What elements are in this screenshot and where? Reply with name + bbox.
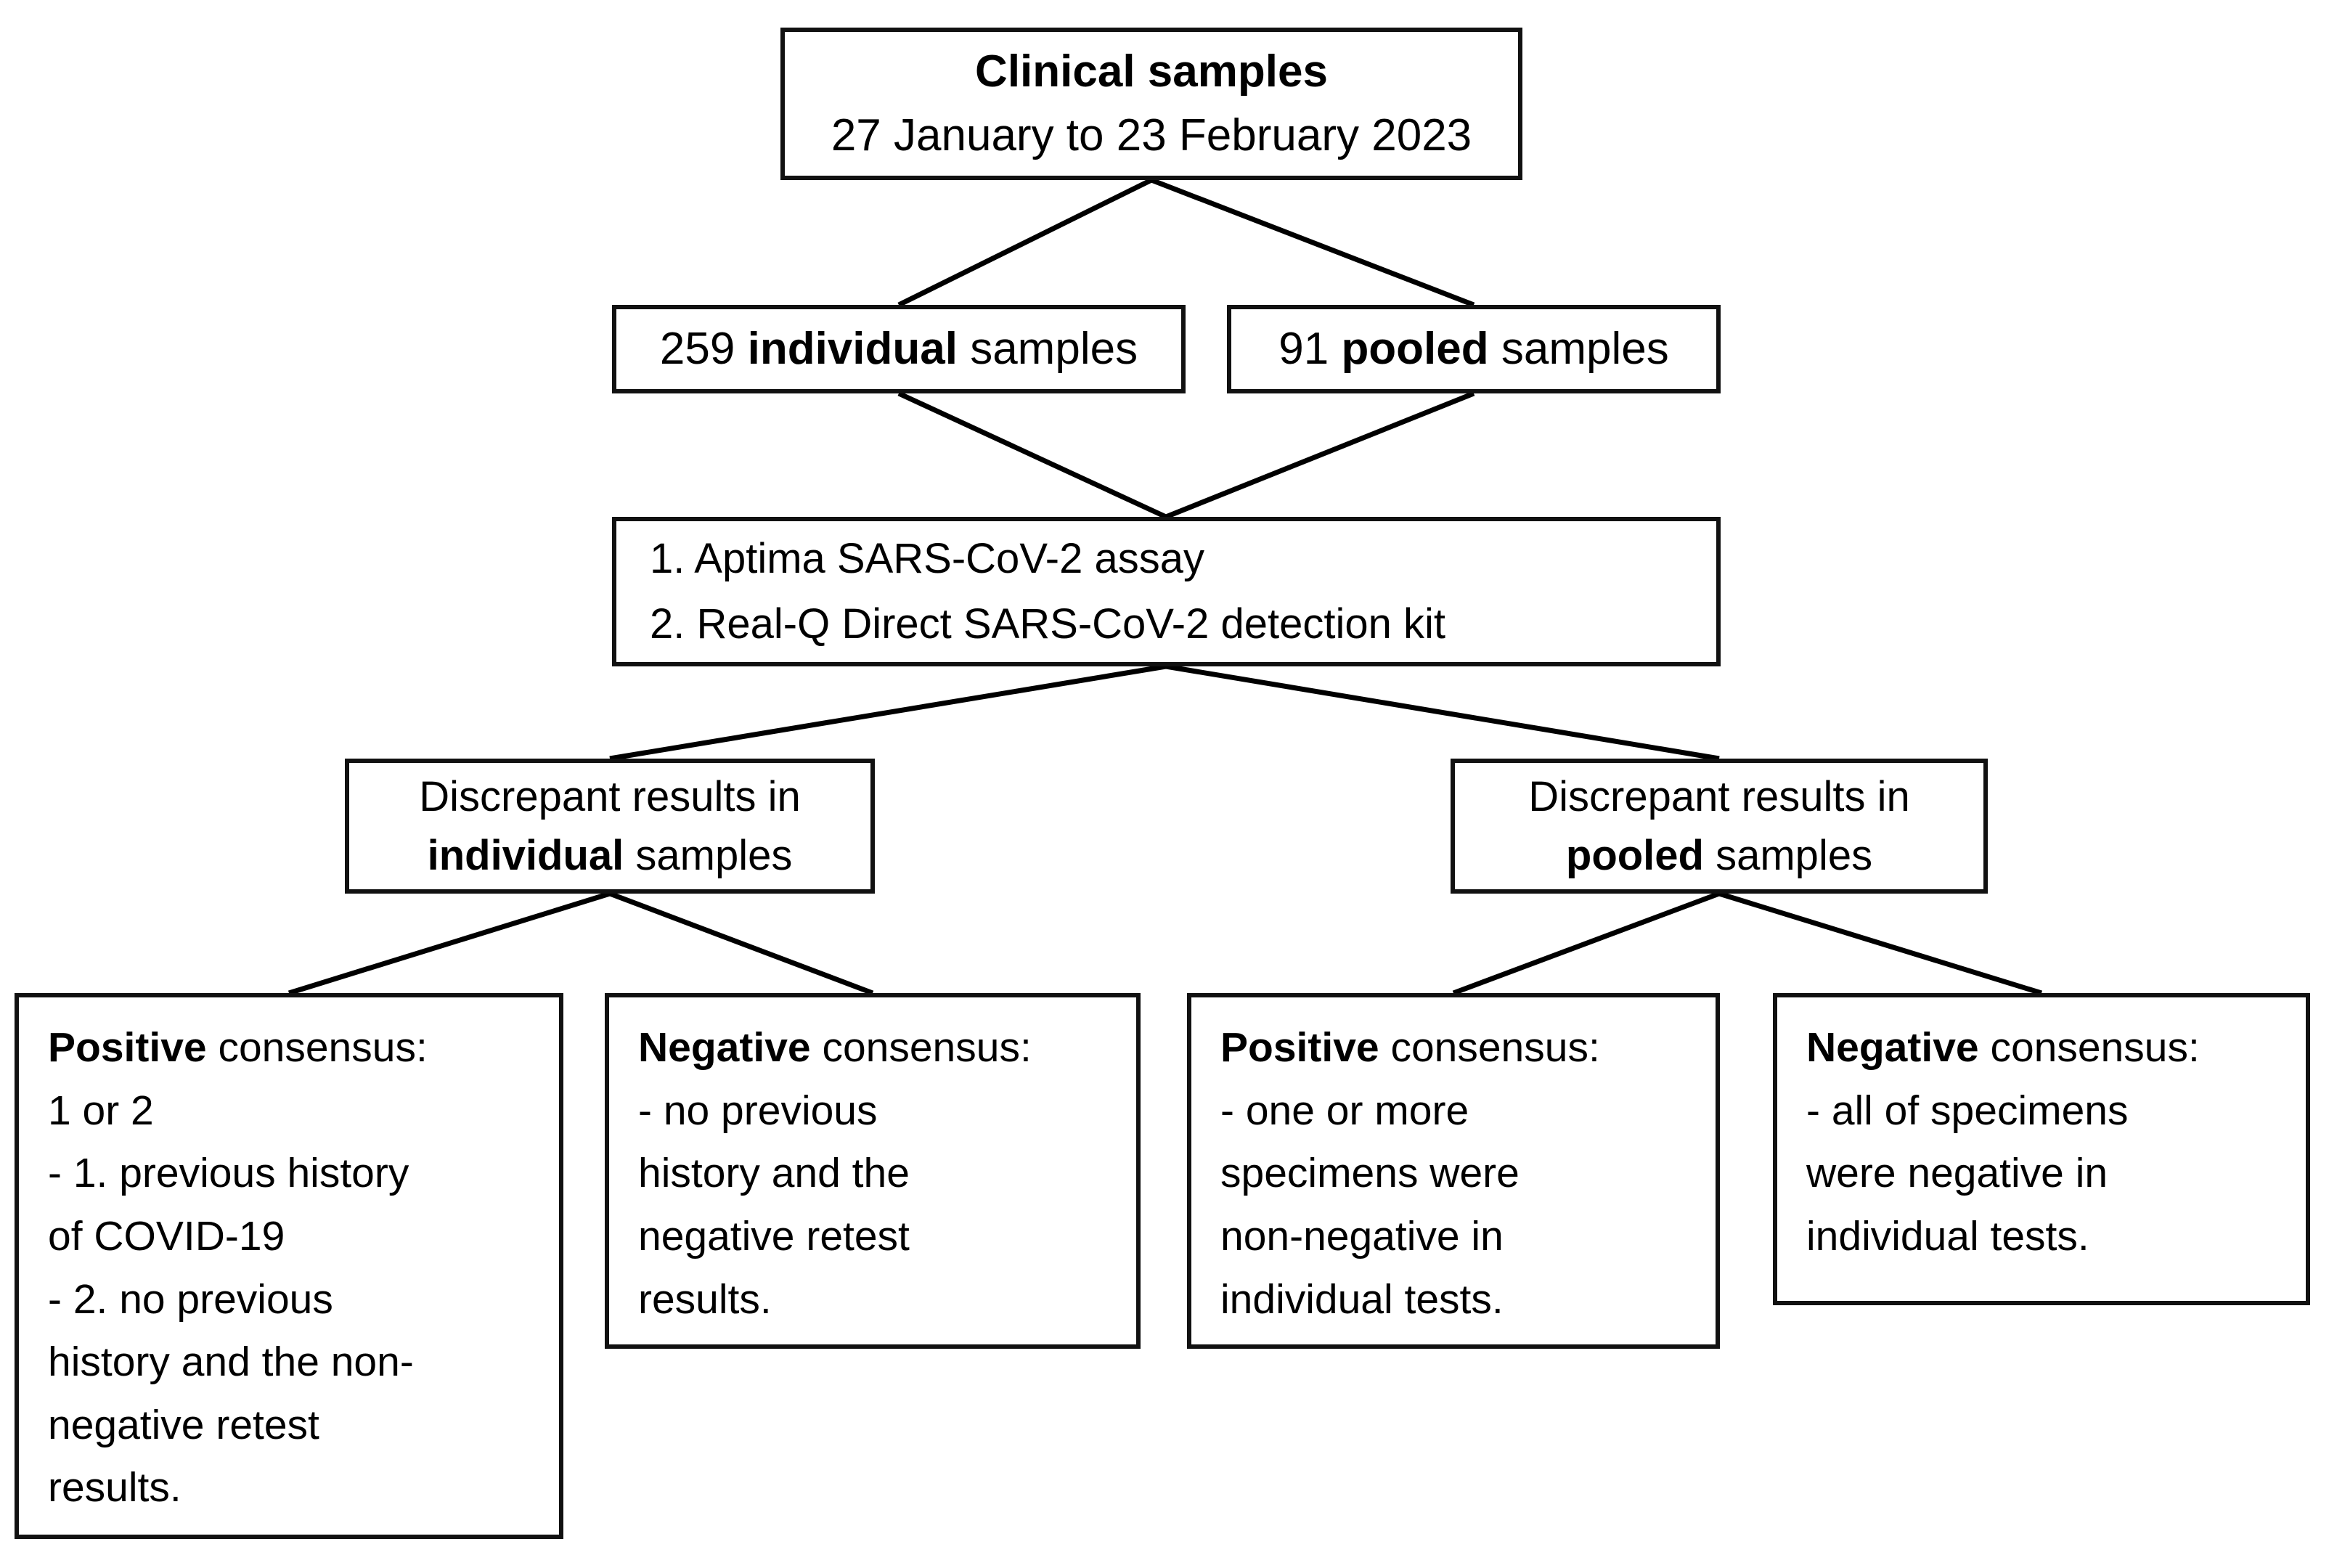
leaf4-line-3: individual tests. xyxy=(1806,1212,2089,1259)
node-pooled-samples: 91 pooled samples xyxy=(1227,305,1721,393)
leaf1-line-5: history and the non- xyxy=(48,1339,414,1386)
leaf1-heading-emphasis: Positive xyxy=(48,1024,207,1071)
leaf1-line-1: 1 or 2 xyxy=(48,1087,154,1134)
node-individual-samples: 259 individual samples xyxy=(612,305,1186,393)
edge-assay-to-discrepant-pooled xyxy=(1165,663,1720,761)
node-assay-methods: 1. Aptima SARS-CoV-2 assay 2. Real-Q Dir… xyxy=(612,517,1721,666)
leaf2-line-1: - no previous xyxy=(638,1087,878,1134)
node-positive-consensus-pooled: Positive consensus: - one or more specim… xyxy=(1187,993,1720,1349)
pooled-samples-count: 91 xyxy=(1278,323,1329,374)
leaf1-line-3: of COVID-19 xyxy=(48,1212,285,1259)
leaf1-line-6: negative retest xyxy=(48,1401,319,1448)
node-discrepant-individual: Discrepant results in individual samples xyxy=(345,759,875,894)
edge-discind-to-leaf-positive-individual xyxy=(287,891,611,996)
leaf4-heading: Negative consensus: xyxy=(1806,1016,2200,1079)
leaf4-line-1: - all of specimens xyxy=(1806,1087,2129,1134)
pooled-samples-emphasis: pooled xyxy=(1341,323,1489,374)
leaf1-heading: Positive consensus: xyxy=(48,1016,428,1079)
leaf3-line-1: - one or more xyxy=(1220,1087,1469,1134)
leaf1-line-2: - 1. previous history xyxy=(48,1150,409,1197)
edge-clinical-to-pooled xyxy=(1150,177,1475,308)
edge-individual-to-assay xyxy=(897,391,1167,520)
leaf4-heading-rest: consensus: xyxy=(1990,1024,2200,1071)
leaf2-heading-rest: consensus: xyxy=(822,1024,1032,1071)
node-discrepant-pooled: Discrepant results in pooled samples xyxy=(1451,759,1988,894)
edge-clinical-to-individual xyxy=(897,177,1153,308)
leaf2-line-3: negative retest xyxy=(638,1212,910,1259)
clinical-samples-date-range: 27 January to 23 February 2023 xyxy=(831,110,1472,160)
individual-samples-count: 259 xyxy=(659,323,735,374)
discrepant-pooled-line1: Discrepant results in xyxy=(1528,772,1910,820)
pooled-samples-suffix: samples xyxy=(1501,323,1669,374)
leaf3-line-4: individual tests. xyxy=(1220,1275,1504,1323)
leaf2-heading-emphasis: Negative xyxy=(638,1024,811,1071)
edge-pooled-to-assay xyxy=(1164,391,1475,520)
discrepant-pooled-line2: pooled samples xyxy=(1566,826,1872,885)
clinical-samples-title: Clinical samples xyxy=(975,46,1328,97)
discrepant-pooled-emphasis: pooled xyxy=(1565,832,1704,879)
assay-method-2: 2. Real-Q Direct SARS-CoV-2 detection ki… xyxy=(650,600,1445,648)
leaf2-line-2: history and the xyxy=(638,1150,910,1197)
edge-assay-to-discrepant-individual xyxy=(609,663,1167,761)
pooled-samples-label: 91 pooled samples xyxy=(1278,322,1669,376)
individual-samples-emphasis: individual xyxy=(747,323,958,374)
leaf1-heading-rest: consensus: xyxy=(218,1024,428,1071)
discrepant-pooled-suffix: samples xyxy=(1716,832,1873,879)
discrepant-individual-emphasis: individual xyxy=(427,832,624,879)
leaf2-heading: Negative consensus: xyxy=(638,1016,1032,1079)
leaf3-line-2: specimens were xyxy=(1220,1150,1520,1197)
individual-samples-suffix: samples xyxy=(970,323,1138,374)
node-clinical-samples: Clinical samples 27 January to 23 Februa… xyxy=(780,28,1522,180)
leaf2-line-4: results. xyxy=(638,1275,772,1323)
node-positive-consensus-individual: Positive consensus: 1 or 2 - 1. previous… xyxy=(15,993,563,1539)
leaf1-line-7: results. xyxy=(48,1464,181,1511)
discrepant-individual-suffix: samples xyxy=(635,832,793,879)
discrepant-individual-line2: individual samples xyxy=(428,826,793,885)
leaf3-heading: Positive consensus: xyxy=(1220,1016,1600,1079)
individual-samples-label: 259 individual samples xyxy=(660,322,1138,376)
leaf3-heading-rest: consensus: xyxy=(1390,1024,1600,1071)
edge-discpool-to-leaf-negative-pooled xyxy=(1718,891,2043,996)
leaf3-line-3: non-negative in xyxy=(1220,1212,1504,1259)
assay-method-1: 1. Aptima SARS-CoV-2 assay xyxy=(650,535,1204,583)
node-negative-consensus-pooled: Negative consensus: - all of specimens w… xyxy=(1773,993,2310,1305)
edge-discind-to-leaf-negative-individual xyxy=(608,891,874,996)
edge-discpool-to-leaf-positive-pooled xyxy=(1452,891,1721,996)
discrepant-individual-line1: Discrepant results in xyxy=(419,772,801,820)
leaf3-heading-emphasis: Positive xyxy=(1220,1024,1379,1071)
node-negative-consensus-individual: Negative consensus: - no previous histor… xyxy=(605,993,1141,1349)
leaf4-line-2: were negative in xyxy=(1806,1150,2108,1197)
leaf1-line-4: - 2. no previous xyxy=(48,1275,333,1323)
leaf4-heading-emphasis: Negative xyxy=(1806,1024,1979,1071)
